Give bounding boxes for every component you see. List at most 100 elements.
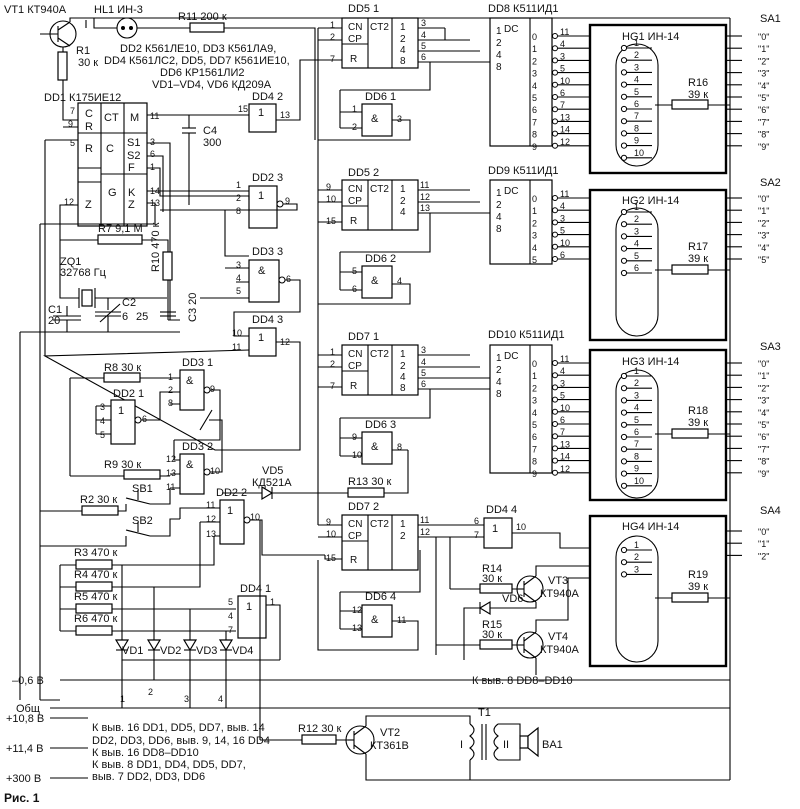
dc-output-index: 1 [532,371,537,381]
sa3-position: "7" [758,444,769,454]
r1-value: 30 к [78,57,98,69]
svg-text:CP: CP [348,196,362,207]
dc-output-bubble [552,360,558,366]
hg-pin-number: 1 [634,366,639,376]
svg-text:6: 6 [421,379,426,389]
svg-text:CP: CP [348,531,362,542]
vd3-diode [182,639,198,652]
svg-text:C: C [85,108,93,120]
svg-text:R17: R17 [688,241,708,253]
sa2-position: "2" [758,218,769,228]
dc-output-bubble [552,106,558,113]
svg-text:C3 20: C3 20 [187,293,199,322]
svg-text:SA4: SA4 [760,505,781,517]
dc-output-index: 6 [532,105,537,115]
dd5-2-chip [341,179,419,231]
svg-text:DD4 3: DD4 3 [252,314,283,326]
svg-text:К выв. 8 DD1, DD4, DD5, DD7,: К выв. 8 DD1, DD4, DD5, DD7, [92,759,246,771]
svg-text:VT4: VT4 [548,631,568,643]
hg4-frame [588,514,728,668]
svg-text:1: 1 [330,20,335,30]
svg-text:VD2: VD2 [160,645,181,657]
hg-cathode-pin [620,571,628,578]
vt1-transistor [40,20,77,48]
dc-output-index: 9 [532,469,537,479]
svg-text:VT2: VT2 [380,727,400,739]
svg-text:+11,4 В: +11,4 В [6,743,43,755]
svg-text:I: I [460,739,463,751]
svg-text:R9 30 к: R9 30 к [104,459,141,471]
svg-text:5: 5 [352,266,357,276]
sa1-position: "5" [758,93,769,103]
sa3-position: "4" [758,408,769,418]
r17-resistor [671,264,709,275]
svg-text:3: 3 [236,260,241,270]
svg-text:4: 4 [400,45,406,56]
svg-text:DD3 3: DD3 3 [252,246,283,258]
svg-text:выв. 7 DD2, DD3, DD6: выв. 7 DD2, DD3, DD6 [92,771,205,783]
svg-text:R15: R15 [482,619,502,631]
svg-text:ZQ1: ZQ1 [60,256,81,268]
hg-pin-number: 3 [634,62,639,72]
svg-text:R: R [350,54,357,65]
dc-output-index: 3 [532,231,537,241]
dd6-4-gate [361,604,393,638]
svg-text:3: 3 [150,137,155,147]
svg-text:7: 7 [70,106,75,116]
svg-text:3: 3 [184,694,189,704]
dc-input-label: 1 [496,26,502,37]
hg-cathode-pin [620,81,628,88]
hg-cathode-pin [620,69,628,76]
dc-output-bubble [552,207,558,214]
svg-text:12: 12 [206,514,216,524]
sb1-button[interactable] [125,490,151,505]
svg-text:10: 10 [250,512,260,522]
svg-text:C1: C1 [48,304,62,316]
dc-output-index: 4 [532,81,537,91]
svg-text:11: 11 [420,180,429,190]
dc-input-label: 2 [496,200,502,211]
vt1-label: VT1 КТ940А [4,4,67,16]
svg-text:9: 9 [326,182,331,192]
vt4-transistor [516,631,544,659]
sa1-position: "6" [758,105,769,115]
svg-text:4: 4 [100,416,105,426]
svg-text:11: 11 [206,500,215,510]
dc-output-index: 5 [532,93,537,103]
svg-text:VT3: VT3 [548,575,568,587]
svg-text:R: R [350,381,357,392]
svg-text:BA1: BA1 [542,739,563,751]
svg-text:2: 2 [148,687,153,697]
dc-input-label: 2 [496,38,502,49]
r19-resistor [671,592,709,603]
svg-text:4: 4 [218,694,223,704]
hg-cathode-pin [620,385,628,392]
dc-output-index: 0 [532,359,537,369]
r4-resistor [75,581,113,592]
svg-text:6: 6 [142,414,147,424]
svg-text:SA2: SA2 [760,177,781,189]
svg-text:DD3 1: DD3 1 [182,357,213,369]
svg-text:1: 1 [400,22,406,33]
dc-output-bubble [552,45,558,52]
r9-resistor [123,469,161,480]
svg-text:R: R [85,121,93,133]
svg-text:1: 1 [330,347,335,357]
hg-pin-number: 5 [634,87,639,97]
svg-text:CT: CT [104,112,119,124]
svg-text:12: 12 [64,197,74,207]
svg-text:8: 8 [400,383,406,394]
svg-text:2: 2 [330,32,335,42]
r13-resistor [347,487,385,498]
hg-cathode-pin [620,245,628,252]
svg-text:7: 7 [228,625,233,635]
hg-cathode-pin [620,546,628,554]
hg-pin-number: 10 [634,476,644,486]
svg-text:4: 4 [400,207,406,218]
dc-input-label: 4 [496,377,502,388]
dc-output-bubble [552,69,558,76]
svg-text:DD9 К511ИД1: DD9 К511ИД1 [488,165,558,177]
dc-output-index: 0 [532,194,537,204]
dc-output-index: 8 [532,130,537,140]
sb2-button[interactable] [125,522,151,537]
